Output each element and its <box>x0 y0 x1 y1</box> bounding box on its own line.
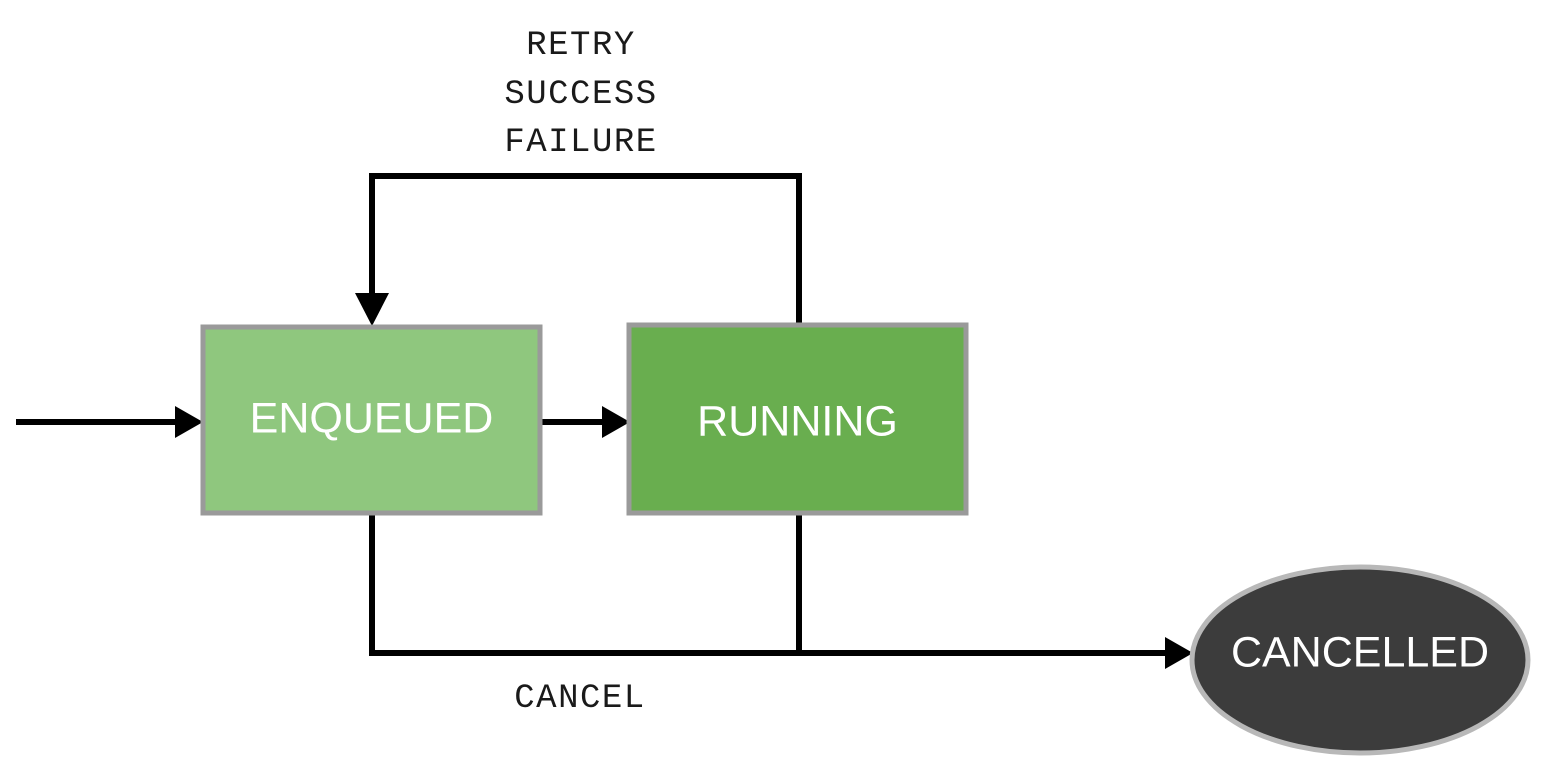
edge-start-to-enqueued <box>16 406 203 438</box>
arrowhead-into-enqueued-left <box>175 406 203 438</box>
edge-to-cancelled <box>369 513 1193 669</box>
node-enqueued[interactable]: ENQUEUED <box>200 324 543 516</box>
node-running-shape[interactable] <box>626 322 969 516</box>
edge-label-cancel: CANCEL <box>514 680 645 718</box>
node-cancelled-label: CANCELLED <box>1231 628 1489 676</box>
arrowhead-into-enqueued-top <box>355 293 389 326</box>
node-running-label: RUNNING <box>697 397 898 445</box>
arrowhead-into-cancelled <box>1165 637 1193 669</box>
node-cancelled[interactable]: CANCELLED <box>1189 564 1531 756</box>
node-enqueued-shape[interactable] <box>200 324 543 516</box>
edge-label-success: SUCCESS <box>504 76 657 114</box>
edge-enqueued-to-cancelled-path <box>369 513 1172 656</box>
node-enqueued-label: ENQUEUED <box>250 394 494 442</box>
edge-enqueued-to-running <box>540 406 630 438</box>
edge-label-retry: RETRY <box>526 27 636 65</box>
edge-running-to-enqueued-path <box>369 173 802 325</box>
edge-label-failure: FAILURE <box>504 124 657 162</box>
node-running[interactable]: RUNNING <box>626 322 969 516</box>
node-cancelled-shape[interactable] <box>1189 564 1531 756</box>
arrowhead-into-running-left <box>602 406 630 438</box>
edge-running-to-enqueued <box>355 173 802 326</box>
